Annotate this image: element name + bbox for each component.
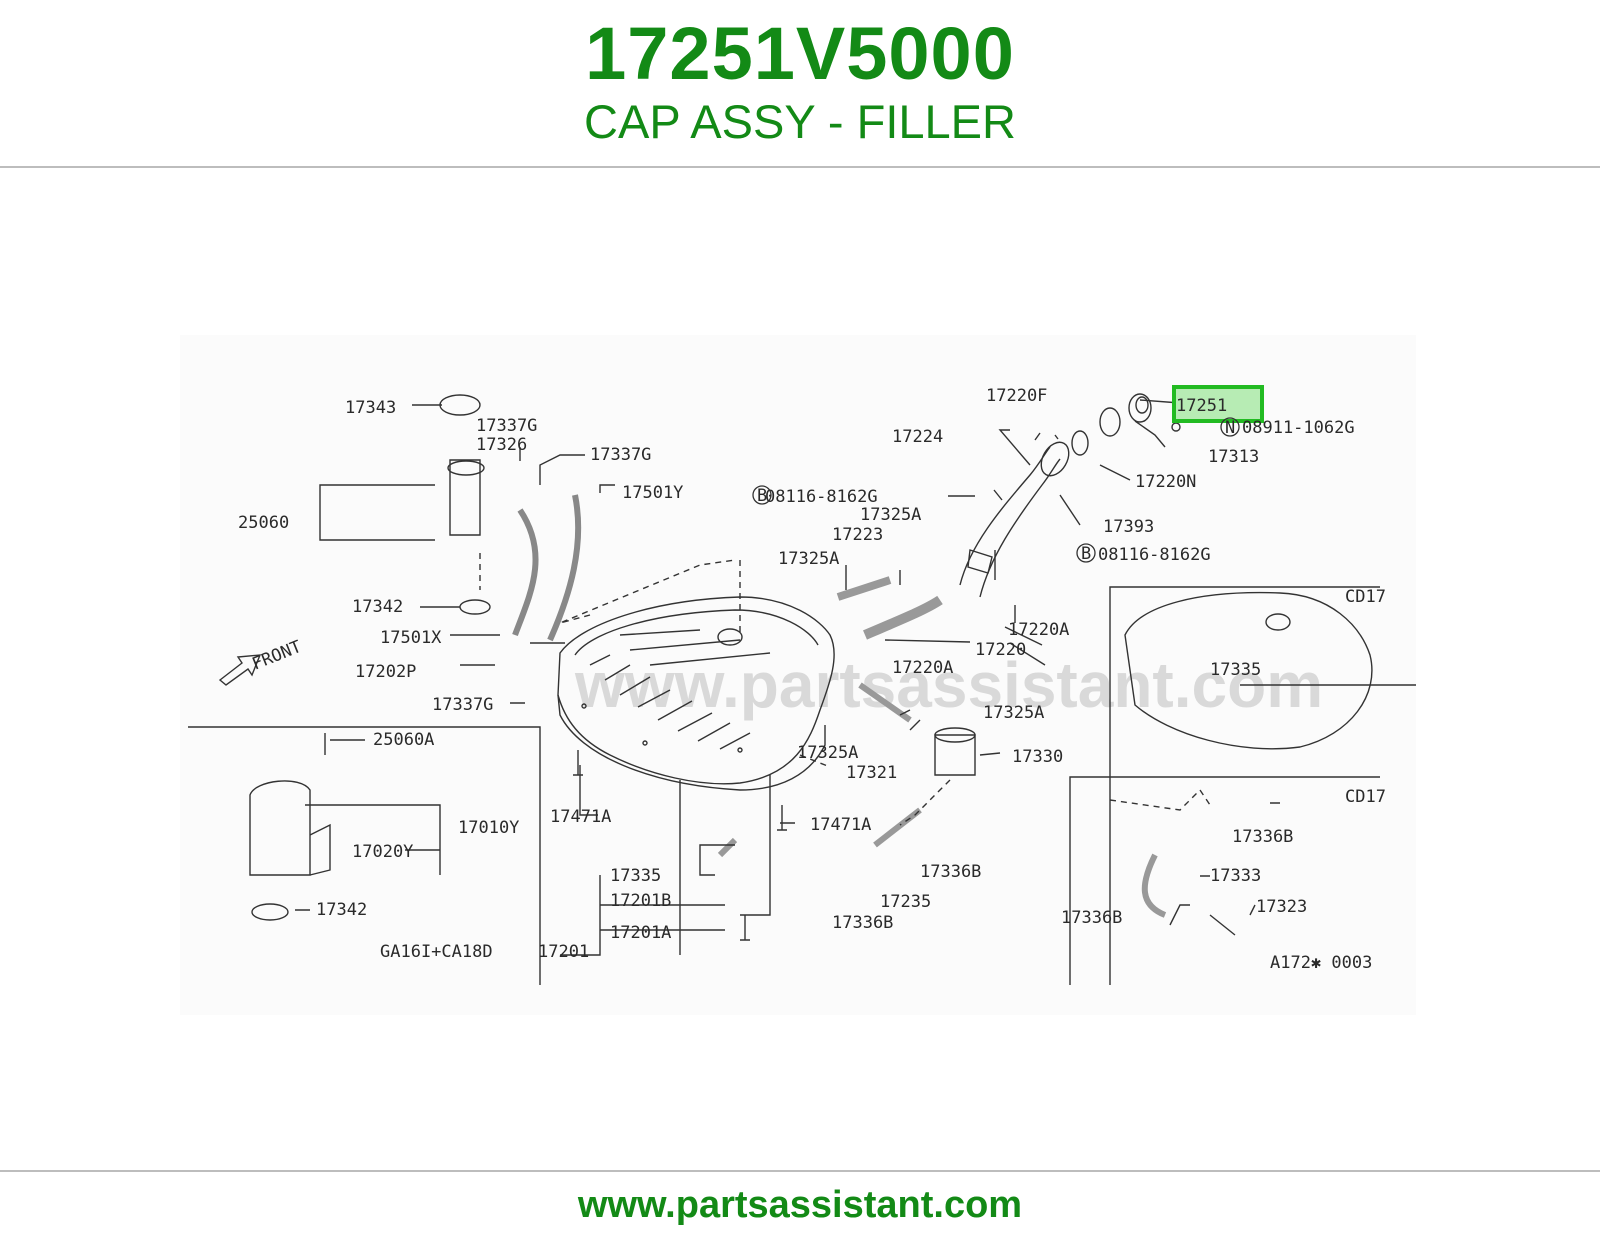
parts-diagram: www.partsassistant.com	[180, 335, 1416, 1015]
callout: 17333	[1210, 866, 1261, 886]
callout: 17336B	[832, 913, 893, 933]
callout: 17010Y	[458, 818, 519, 838]
callout: 17342	[352, 597, 403, 617]
callout: 17342	[316, 900, 367, 920]
callout: 17220A	[1008, 620, 1069, 640]
fuel-tank-drawing	[557, 596, 835, 791]
part-number: 17251V5000	[585, 12, 1015, 95]
callout: 17337G	[476, 416, 537, 436]
hose-17501X	[512, 508, 539, 637]
callout: 17323	[1256, 897, 1307, 917]
inset-frame-pump	[188, 726, 541, 985]
callout: 17343	[345, 398, 396, 418]
callout: 17393	[1103, 517, 1154, 537]
part-17220N-ring	[1071, 430, 1089, 456]
engine-label: GA16I+CA18D	[380, 942, 493, 962]
callout: 17326	[476, 435, 527, 455]
inset-frame-cd17-tank	[1109, 586, 1380, 985]
header-divider	[0, 166, 1600, 168]
callout: 25060	[238, 513, 289, 533]
hose-17501Y	[547, 494, 582, 642]
hose-17235	[873, 807, 922, 848]
callout: 17201	[538, 942, 589, 962]
callout: 17471A	[550, 807, 611, 827]
callout: 17321	[846, 763, 897, 783]
callout: 08116-8162G	[1098, 545, 1211, 565]
part-17251-cap	[1128, 393, 1152, 423]
pump-unit-drawing	[449, 459, 481, 536]
inset-pump-drawing	[249, 780, 311, 876]
symbol-marker: N	[1225, 418, 1235, 438]
callout: 17201B	[610, 891, 671, 911]
callout: 17336B	[1232, 827, 1293, 847]
callout: 08116-8162G	[765, 487, 878, 507]
symbol-marker: B	[757, 486, 767, 506]
callout: 17220F	[986, 386, 1047, 406]
callout: 17313	[1208, 447, 1259, 467]
callout: 17220	[975, 640, 1026, 660]
part-17343-ring	[439, 394, 481, 416]
part-17220F-gasket	[1099, 407, 1121, 437]
callout: 17202P	[355, 662, 416, 682]
callout: 17220A	[892, 658, 953, 678]
callout: 17223	[832, 525, 883, 545]
callout: 17325A	[778, 549, 839, 569]
cd17-tank-drawing	[1124, 591, 1373, 750]
callout: 17335	[1210, 660, 1261, 680]
symbol-marker: B	[1081, 544, 1091, 564]
part-name: CAP ASSY - FILLER	[584, 95, 1016, 148]
footer-divider	[0, 1170, 1600, 1172]
figure-code: A172✱ 0003	[1270, 953, 1372, 973]
callout: 17501Y	[622, 483, 683, 503]
callout: 25060A	[373, 730, 434, 750]
callout: 17325A	[797, 743, 858, 763]
callout: 17220N	[1135, 472, 1196, 492]
inset-frame-cd17-hoses	[1069, 776, 1380, 985]
front-label: FRONT	[249, 637, 304, 675]
tube-17335	[717, 837, 738, 858]
part-17342-ring	[459, 599, 491, 615]
callout-17251: 17251	[1176, 396, 1227, 416]
parts-diagram-drawing: www.partsassistant.com	[188, 385, 1416, 985]
highlight-box-17251	[1172, 385, 1264, 423]
callout: 17336B	[1061, 908, 1122, 928]
callout: 17330	[1012, 747, 1063, 767]
inset-label: CD17	[1345, 787, 1386, 807]
callout: 17224	[892, 427, 943, 447]
page-header: 17251V5000 CAP ASSY - FILLER	[0, 0, 1600, 168]
callout: 17336B	[920, 862, 981, 882]
hose-17220	[863, 595, 943, 640]
callout: 17235	[880, 892, 931, 912]
callout: 08911-1062G	[1242, 418, 1355, 438]
front-arrow-icon	[218, 654, 262, 686]
callout: 17337G	[432, 695, 493, 715]
canister-17330	[934, 734, 976, 776]
callout: 17020Y	[352, 842, 413, 862]
filler-neck-drawing	[959, 441, 1070, 598]
callout: 17325A	[983, 703, 1044, 723]
inset-label: CD17	[1345, 587, 1386, 607]
callout: 17471A	[810, 815, 871, 835]
hose-17223	[836, 576, 892, 601]
callout: 17201A	[610, 923, 671, 943]
footer-url[interactable]: www.partsassistant.com	[577, 1184, 1023, 1226]
hose-17333	[1141, 853, 1167, 918]
callout: 17325A	[860, 505, 921, 525]
callout: 17501X	[380, 628, 442, 648]
watermark: www.partsassistant.com	[574, 649, 1323, 721]
callout: 17337G	[590, 445, 651, 465]
callout: 17335	[610, 866, 661, 886]
